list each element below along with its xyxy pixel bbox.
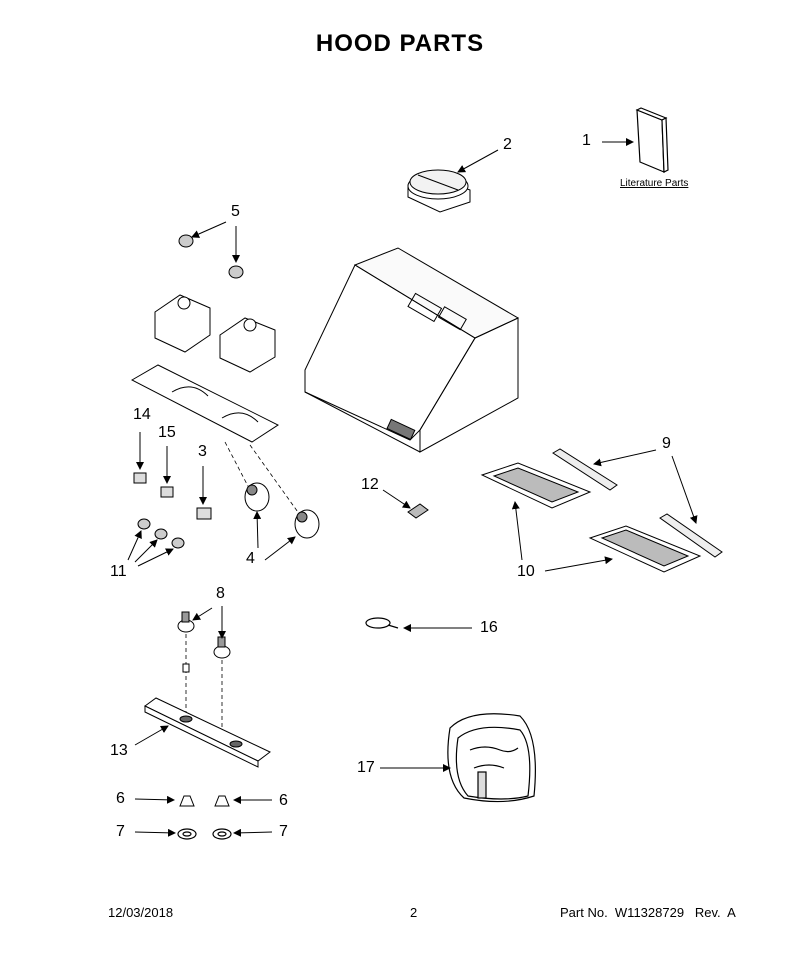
leader-9a (593, 449, 657, 467)
control-knob (178, 234, 244, 279)
callout-3: 3 (198, 443, 207, 460)
callout-11: 11 (110, 563, 127, 580)
leader-7b (233, 828, 273, 837)
light-bracket (130, 364, 280, 443)
lens-ring (177, 828, 232, 840)
footer-page-number: 2 (410, 905, 418, 920)
leader-7a (134, 828, 176, 837)
hood-body (304, 247, 520, 453)
grease-filter (480, 462, 702, 573)
callout-5: 5 (231, 203, 240, 220)
callout-15: 15 (158, 424, 176, 441)
callout-14: 14 (133, 406, 151, 423)
leader-2 (457, 149, 499, 173)
callout-7-left: 7 (116, 823, 125, 840)
leader-11b (134, 539, 158, 563)
leader-11a (127, 530, 142, 561)
callout-10: 10 (517, 563, 535, 580)
callout-2: 2 (503, 136, 512, 153)
footer-date: 12/03/2018 (108, 905, 174, 920)
callout-17: 17 (357, 759, 375, 776)
blower-motor (407, 169, 471, 213)
literature-parts-label: Literature Parts (620, 178, 689, 189)
leader-11c (137, 548, 174, 567)
wire-tie (365, 617, 399, 629)
leader-6a (134, 795, 175, 804)
callout-9: 9 (662, 435, 671, 452)
page-title: HOOD PARTS (315, 30, 485, 57)
lamp (244, 482, 320, 539)
cleaning-pack (447, 713, 536, 803)
leader-8a (192, 607, 213, 621)
small-component (133, 472, 212, 520)
literature-booklet (635, 107, 669, 173)
callout-7-right: 7 (279, 823, 288, 840)
lamp-holder (179, 795, 230, 807)
callout-1: 1 (582, 132, 591, 149)
switch-box (154, 294, 276, 373)
callout-8: 8 (216, 585, 225, 602)
leader-5a (191, 221, 227, 238)
light-bar (144, 697, 271, 768)
callout-6-left: 6 (116, 790, 125, 807)
callout-4: 4 (246, 550, 255, 567)
callout-6-right: 6 (279, 792, 288, 809)
leader-12 (382, 489, 411, 509)
leader-10a (511, 501, 523, 561)
callout-13: 13 (110, 742, 128, 759)
leader-4b (264, 536, 296, 561)
footer-part-number: Part No. W11328729 Rev. A (560, 905, 736, 920)
leader-10b (544, 556, 613, 572)
lamp-socket (177, 611, 231, 659)
filter-rail (552, 448, 723, 558)
leader-9b (671, 455, 698, 524)
leader-4a (253, 511, 262, 549)
clip (407, 503, 429, 519)
leader-13 (134, 725, 169, 746)
spacer (137, 518, 185, 549)
callout-12: 12 (361, 476, 379, 493)
callout-16: 16 (480, 619, 498, 636)
